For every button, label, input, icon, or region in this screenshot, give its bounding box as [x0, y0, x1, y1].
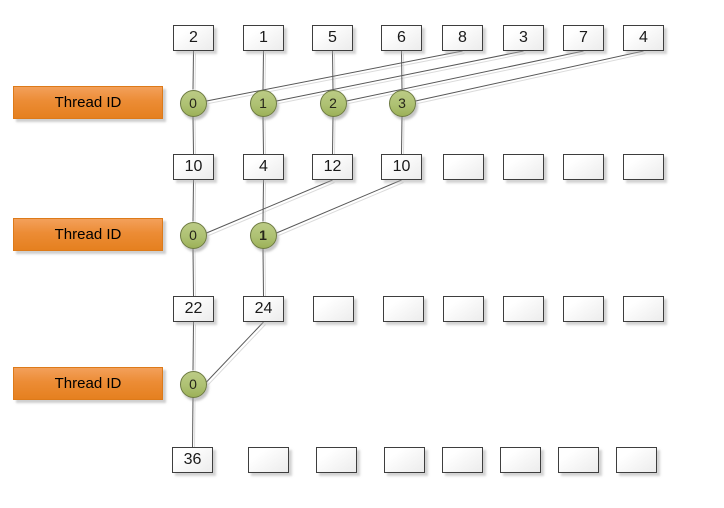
array-box-after-step-1-c1: 4: [243, 154, 284, 180]
connector-output-17: [262, 248, 264, 297]
thread-circle-level1-t0: 0: [179, 221, 207, 249]
thread-id-label-1: Thread ID: [13, 218, 163, 251]
connector-vertical-12: [192, 179, 194, 222]
thread-circle-level0-t2: 2: [319, 89, 347, 117]
array-box-after-step-2-c5: [503, 296, 544, 322]
connector-vertical-2: [332, 50, 334, 90]
array-box-after-step-2-c0: 22: [173, 296, 214, 322]
connector-output-20: [192, 397, 194, 448]
thread-id-label-2: Thread ID: [13, 367, 163, 400]
connector-shadow-11: [403, 118, 405, 157]
array-box-after-step-1-c3: 10: [381, 154, 422, 180]
thread-circle-level0-t1: 1: [249, 89, 277, 117]
array-box-input-array-c6: 7: [563, 25, 604, 51]
connector-shadow-1: [264, 53, 266, 93]
array-box-result-c6: [558, 447, 599, 473]
connector-shadow-19: [208, 324, 266, 385]
connector-diagonal-19: [206, 321, 264, 383]
connector-shadow-0: [194, 53, 196, 93]
array-box-input-array-c5: 3: [503, 25, 544, 51]
connector-shadow-8: [194, 118, 196, 157]
connector-vertical-13: [262, 179, 264, 222]
array-box-result-c2: [316, 447, 357, 473]
connector-diagonal-6: [346, 50, 584, 102]
thread-circle-level1-t1: 1: [249, 221, 277, 249]
thread-id-label-0: Thread ID: [13, 86, 163, 119]
array-box-after-step-1-c5: [503, 154, 544, 180]
connector-shadow-3: [403, 53, 405, 93]
connector-shadow-20: [194, 399, 196, 450]
thread-circle-level2-t0: 0: [179, 370, 207, 398]
array-box-after-step-2-c7: [623, 296, 664, 322]
connector-output-8: [192, 116, 194, 155]
array-box-after-step-1-c2: 12: [312, 154, 353, 180]
thread-circle-level0-t0: 0: [179, 89, 207, 117]
array-box-input-array-c1: 1: [243, 25, 284, 51]
array-box-after-step-2-c1: 24: [243, 296, 284, 322]
connector-shadow-15: [278, 182, 404, 236]
array-box-after-step-1-c7: [623, 154, 664, 180]
array-box-result-c5: [500, 447, 541, 473]
connector-diagonal-14: [206, 179, 333, 234]
array-box-input-array-c4: 8: [442, 25, 483, 51]
array-box-result-c7: [616, 447, 657, 473]
array-box-after-step-2-c6: [563, 296, 604, 322]
array-box-input-array-c2: 5: [312, 25, 353, 51]
connector-vertical-18: [192, 321, 194, 371]
connector-output-10: [332, 116, 334, 155]
connector-shadow-12: [194, 182, 196, 225]
array-box-after-step-2-c2: [313, 296, 354, 322]
array-box-after-step-1-c0: 10: [173, 154, 214, 180]
connector-shadow-16: [194, 250, 196, 299]
connector-shadow-18: [194, 324, 196, 374]
array-box-after-step-2-c3: [383, 296, 424, 322]
array-box-after-step-2-c4: [443, 296, 484, 322]
connector-vertical-1: [262, 50, 264, 90]
connector-output-16: [192, 248, 194, 297]
array-box-result-c3: [384, 447, 425, 473]
array-box-input-array-c3: 6: [381, 25, 422, 51]
connector-diagonal-7: [415, 50, 644, 102]
connector-shadow-2: [334, 53, 336, 93]
connector-shadow-7: [417, 53, 646, 104]
connector-diagonal-15: [276, 179, 402, 234]
connector-shadow-9: [264, 118, 266, 157]
array-box-input-array-c7: 4: [623, 25, 664, 51]
connector-output-11: [401, 116, 403, 155]
connector-shadow-4: [208, 53, 465, 104]
array-box-result-c1: [248, 447, 289, 473]
thread-circle-level0-t3: 3: [388, 89, 416, 117]
connector-shadow-6: [348, 53, 586, 104]
array-box-result-c4: [442, 447, 483, 473]
connector-diagonal-5: [276, 50, 524, 102]
connector-shadow-17: [264, 250, 266, 299]
array-box-input-array-c0: 2: [173, 25, 214, 51]
connector-shadow-14: [208, 182, 335, 236]
connector-vertical-3: [401, 50, 403, 90]
connector-diagonal-4: [206, 50, 463, 102]
connector-shadow-10: [334, 118, 336, 157]
array-box-after-step-1-c6: [563, 154, 604, 180]
connector-vertical-0: [192, 50, 194, 90]
array-box-after-step-1-c4: [443, 154, 484, 180]
connector-output-9: [262, 116, 264, 155]
array-box-result-c0: 36: [172, 447, 213, 473]
connector-shadow-13: [264, 182, 266, 225]
